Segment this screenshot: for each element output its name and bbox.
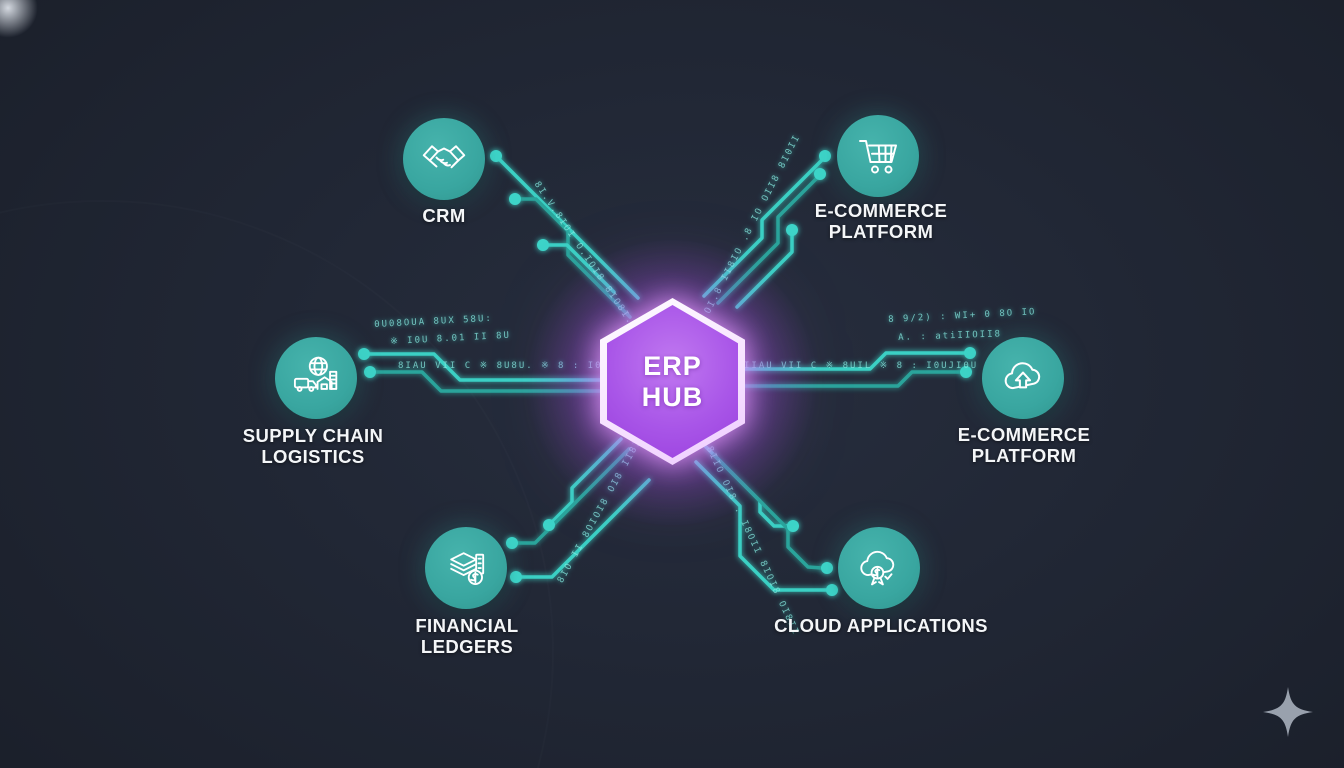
circuit-pad — [786, 224, 798, 236]
circuit-trace — [702, 155, 827, 298]
circuit-trace — [362, 352, 614, 382]
circuit-pad — [364, 366, 376, 378]
node-financial-ledgers — [425, 527, 507, 609]
node-ecommerce-top — [837, 115, 919, 197]
circuit-trace — [547, 437, 623, 527]
circuit-pad — [506, 537, 518, 549]
circuit-trace — [541, 243, 616, 294]
node-label-line: E-COMMERCE — [814, 200, 948, 221]
node-label-crm: CRM — [422, 205, 465, 226]
shopping-cart-icon — [859, 140, 897, 174]
node-label-line: LEDGERS — [420, 636, 514, 657]
circuit-trace — [513, 197, 632, 319]
circuit-trace — [734, 370, 964, 388]
erp-hub-hexagon: ERP HUB — [600, 298, 745, 465]
node-label-line: CLOUD APPLICATIONS — [774, 615, 988, 636]
hub-label: ERP HUB — [600, 298, 745, 465]
circuit-pad — [543, 519, 555, 531]
circuit-pad — [964, 347, 976, 359]
circuit-pad — [358, 348, 370, 360]
circuit-trace — [712, 453, 824, 570]
circuit-glitch-text: 8IAU VII C ※ 8U8U. ※ 8 : I0UI0U8 — [398, 361, 640, 371]
node-label-line: FINANCIAL — [415, 615, 519, 636]
node-label-line: PLATFORM — [828, 221, 934, 242]
hub-label-line2: HUB — [641, 381, 704, 412]
node-supply-chain — [275, 337, 357, 419]
node-label-line: E-COMMERCE — [957, 424, 1091, 445]
handshake-icon — [422, 145, 466, 169]
circuit-trace — [694, 460, 828, 592]
node-cloud-applications — [838, 527, 920, 609]
circuit-pad — [509, 193, 521, 205]
circuit-trace — [494, 154, 640, 300]
node-crm — [403, 118, 485, 200]
circuit-pad — [537, 239, 549, 251]
logistics-globe-truck-icon — [293, 356, 338, 392]
circuit-pad — [826, 584, 838, 596]
four-point-star-icon — [1263, 687, 1313, 737]
circuit-pad — [510, 571, 522, 583]
node-label-line: PLATFORM — [971, 445, 1077, 466]
node-label-supply-chain: SUPPLY CHAIN LOGISTICS — [243, 425, 384, 467]
circuit-trace — [734, 351, 968, 371]
circuit-pad — [821, 562, 833, 574]
node-label-ecommerce-top: E-COMMERCE PLATFORM — [815, 200, 947, 242]
node-label-line: LOGISTICS — [261, 446, 365, 467]
ledger-stack-coin-icon — [450, 552, 485, 585]
circuit-trace — [514, 478, 651, 579]
circuit-trace — [368, 370, 614, 393]
node-label-financial-ledgers: FINANCIAL LEDGERS — [415, 615, 518, 657]
circuit-pad — [960, 366, 972, 378]
circuit-trace — [716, 173, 822, 305]
circuit-pad — [490, 150, 502, 162]
cloud-finance-icon — [860, 550, 895, 586]
node-label-ecommerce-right: E-COMMERCE PLATFORM — [958, 424, 1090, 466]
node-label-line: CRM — [422, 205, 466, 226]
circuit-pad — [814, 168, 826, 180]
node-label-line: SUPPLY CHAIN — [242, 425, 384, 446]
node-ecommerce-right — [982, 337, 1064, 419]
circuit-glitch-text: IIAU VII C ※ 8UIL ※ 8 : I0UJI0U — [744, 361, 979, 371]
hub-label-line1: ERP — [643, 350, 702, 381]
circuit-pad — [787, 520, 799, 532]
node-label-cloud-applications: CLOUD APPLICATIONS — [774, 615, 988, 636]
cloud-upload-icon — [1004, 362, 1041, 390]
circuit-trace — [510, 447, 631, 545]
circuit-trace — [735, 229, 794, 309]
circuit-pad — [819, 150, 831, 162]
